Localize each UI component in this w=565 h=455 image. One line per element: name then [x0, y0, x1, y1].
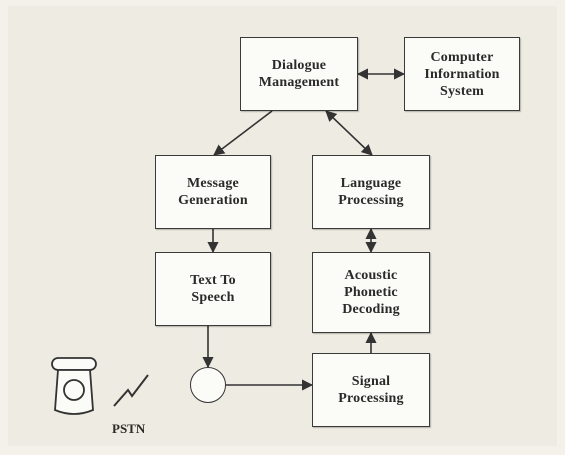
node-label: Dialogue Management [258, 58, 340, 90]
node-label: Message Generation [178, 176, 248, 208]
node-message-generation: Message Generation [155, 155, 271, 229]
node-label: Language Processing [338, 176, 404, 208]
node-acoustic-phonetic-decoding: Acoustic Phonetic Decoding [312, 252, 430, 333]
node-label: Computer Information System [424, 49, 500, 99]
node-signal-processing: Signal Processing [312, 353, 430, 427]
pstn-link-icon [113, 374, 149, 407]
node-label: Acoustic Phonetic Decoding [342, 268, 400, 317]
pstn-label: PSTN [112, 421, 146, 436]
node-dialogue-management: Dialogue Management [240, 37, 358, 111]
node-label: Text To Speech [190, 273, 236, 305]
node-language-processing: Language Processing [312, 155, 430, 229]
node-label: Signal Processing [338, 374, 404, 406]
telephone-icon [51, 357, 97, 415]
node-text-to-speech: Text To Speech [155, 252, 271, 326]
node-computer-information-system: Computer Information System [404, 37, 520, 111]
junction-circle [190, 367, 226, 403]
edge-dialogue-language [325, 110, 373, 156]
edge-dialogue-message [213, 110, 273, 156]
